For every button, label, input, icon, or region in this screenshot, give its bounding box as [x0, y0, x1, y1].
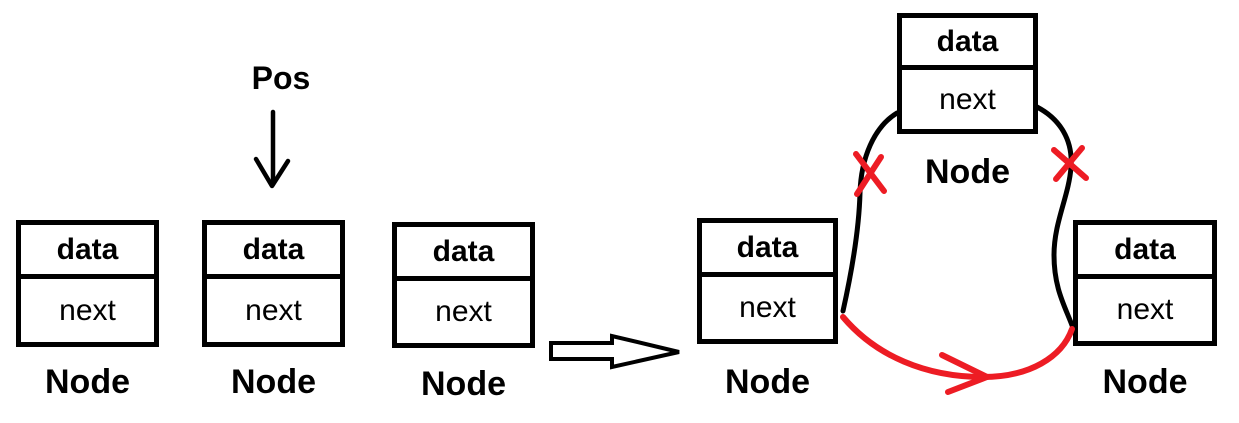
delete-cross-right-icon	[1051, 145, 1089, 182]
before-node-2-caption: Node	[231, 363, 316, 401]
after-deleted-node: data next	[897, 13, 1038, 134]
next-cell: next	[245, 293, 302, 327]
data-cell: data	[397, 227, 530, 281]
after-left-node-caption: Node	[725, 363, 810, 401]
after-left-node: data next	[697, 218, 838, 344]
data-cell: data	[1078, 225, 1212, 279]
next-cell: next	[435, 295, 492, 328]
after-right-node-caption: Node	[1102, 363, 1188, 401]
transform-arrow-icon	[549, 333, 680, 370]
after-right-node: data next	[1073, 220, 1217, 346]
before-node-1-caption: Node	[45, 363, 130, 401]
next-cell: next	[739, 291, 796, 324]
before-node-3-caption: Node	[421, 365, 506, 403]
data-cell: data	[207, 225, 340, 279]
delete-cross-left-icon	[853, 151, 887, 197]
new-link-arrow-icon	[840, 314, 1075, 395]
next-cell: next	[1116, 293, 1174, 326]
next-cell: next	[939, 82, 996, 116]
before-node-1: data next	[16, 220, 159, 347]
old-link-curve-left	[840, 110, 900, 314]
pos-arrow-icon	[253, 109, 291, 189]
data-cell: data	[21, 225, 154, 279]
data-cell: data	[702, 223, 833, 277]
pos-label: Pos	[251, 60, 311, 96]
next-cell: next	[59, 293, 116, 327]
after-deleted-node-caption: Node	[925, 153, 1010, 191]
before-node-3: data next	[392, 222, 535, 348]
before-node-2: data next	[202, 220, 345, 347]
data-cell: data	[902, 18, 1033, 70]
old-link-curve-right	[1034, 104, 1076, 331]
